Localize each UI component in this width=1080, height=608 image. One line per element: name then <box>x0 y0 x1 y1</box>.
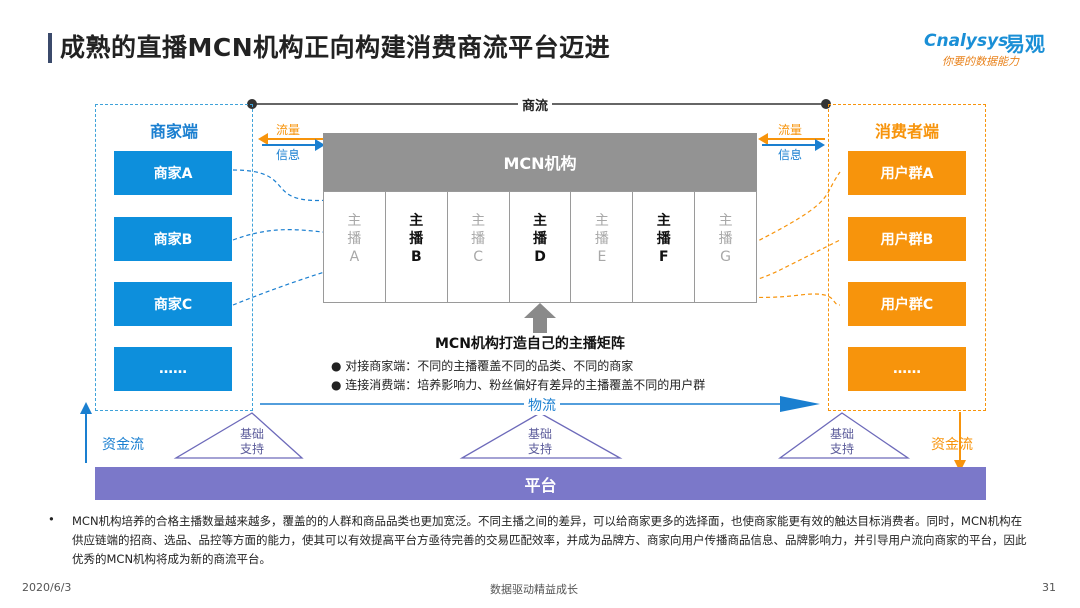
support-center-line2: 支持 <box>527 442 552 456</box>
anchor-g-char1: 主 <box>718 213 733 229</box>
page-title: 成熟的直播MCN机构正向构建消费商流平台迈进 <box>60 33 611 62</box>
merchant-side-panel: 商家端 <box>95 104 253 411</box>
footer-center: 数据驱动精益成长 <box>490 583 578 596</box>
logo-en-text: nalysys <box>936 31 1009 51</box>
anchor-f-char2: 播 <box>656 231 671 247</box>
anchor-cell-c: 主 播 C <box>448 192 510 302</box>
anchor-d-char3: D <box>534 249 546 265</box>
title-accent-bar <box>48 33 52 63</box>
footer-date: 2020/6/3 <box>22 581 72 594</box>
note-paragraph: MCN机构培养的合格主播数量越来越多，覆盖的的人群和商品品类也更加宽泛。不同主播… <box>72 514 1027 566</box>
matrix-bullet-1-text: 对接商家端：不同的主播覆盖不同的品类、不同的商家 <box>345 359 634 373</box>
left-traffic-arrowhead <box>258 133 268 145</box>
user-group-c-box: 用户群C <box>848 282 966 326</box>
mcn-header: MCN机构 <box>323 133 757 191</box>
matrix-bullet-2-text: 连接消费端：培养影响力、粉丝偏好有差异的主播覆盖不同的用户群 <box>345 378 706 392</box>
anchor-cell-d: 主 播 D <box>510 192 572 302</box>
commerce-flow-label: 商流 <box>518 95 553 114</box>
anchor-a-char2: 播 <box>347 231 362 247</box>
merchant-a-box: 商家A <box>114 151 232 195</box>
left-info-label: 信息 <box>276 148 301 162</box>
logo-prefix: C <box>924 31 937 51</box>
note-bullet: • <box>48 512 55 526</box>
capital-flow-right-label: 资金流 <box>931 437 973 453</box>
anchor-c-char2: 播 <box>471 231 486 247</box>
support-triangle-left <box>173 412 304 459</box>
anchor-d-char1: 主 <box>533 213 547 229</box>
matrix-bullet-1: ● 对接商家端：不同的主播覆盖不同的品类、不同的商家 <box>331 357 633 374</box>
logo-wordmark: Cnalysys <box>924 31 1008 51</box>
support-right-line2: 支持 <box>829 442 854 456</box>
merchant-side-title: 商家端 <box>149 122 198 141</box>
capital-left-arrowhead <box>80 402 92 414</box>
support-triangle-right <box>777 412 911 459</box>
anchor-b-char1: 主 <box>409 213 424 229</box>
anchor-g-char2: 播 <box>718 231 733 247</box>
anchor-cell-e: 主 播 E <box>571 192 634 302</box>
support-left-line1: 基础 <box>239 427 264 441</box>
consumer-side-panel: 消费者端 <box>828 104 986 411</box>
anchor-cell-b: 主 播 B <box>386 192 448 302</box>
anchor-e-char2: 播 <box>594 231 609 247</box>
matrix-up-arrow <box>524 303 556 333</box>
left-traffic-label: 流量 <box>276 123 301 137</box>
bullet-dot-1: ● <box>331 359 346 373</box>
anchor-e-char3: E <box>597 249 607 265</box>
anchor-g-char3: G <box>720 249 732 265</box>
matrix-bullet-2: ● 连接消费端：培养影响力、粉丝偏好有差异的主播覆盖不同的用户群 <box>331 376 705 393</box>
consumer-side-title: 消费者端 <box>874 122 939 141</box>
user-group-b-box: 用户群B <box>848 217 966 261</box>
support-label-center: 基础 支持 <box>510 427 570 457</box>
anchor-a-char1: 主 <box>347 213 362 229</box>
platform-bar: 平台 <box>95 467 986 500</box>
support-label-right: 基础 支持 <box>812 427 872 457</box>
bullet-dot-2: ● <box>331 378 346 392</box>
logo-chinese: 易观 <box>1005 32 1045 56</box>
right-traffic-label: 流量 <box>778 123 803 137</box>
anchor-f-char1: 主 <box>656 213 671 229</box>
anchor-cell-a: 主 播 A <box>324 192 386 302</box>
anchor-e-char1: 主 <box>594 213 609 229</box>
anchor-b-char3: B <box>410 249 422 265</box>
logistics-flow-arrowhead <box>780 396 820 412</box>
right-info-label: 信息 <box>778 148 803 162</box>
support-triangle-center <box>459 412 623 459</box>
support-left-line2: 支持 <box>239 442 264 456</box>
matrix-title: MCN机构打造自己的主播矩阵 <box>435 336 625 352</box>
support-right-line1: 基础 <box>829 427 854 441</box>
anchor-d-char2: 播 <box>533 231 547 247</box>
capital-right-arrowhead <box>954 460 966 472</box>
anchor-c-char3: C <box>473 249 484 265</box>
logistics-flow-label: 物流 <box>524 395 560 415</box>
logo-slogan: 你要的数据能力 <box>942 55 1019 68</box>
merchant-more-box: …… <box>114 347 232 391</box>
flow-anchor-b-users <box>419 171 841 299</box>
anchor-cell-f: 主 播 F <box>633 192 696 302</box>
support-label-left: 基础 支持 <box>222 427 282 457</box>
right-traffic-arrowhead <box>758 133 768 145</box>
user-group-more-box: …… <box>848 347 966 391</box>
anchor-f-char3: F <box>658 249 669 265</box>
support-center-line1: 基础 <box>527 427 552 441</box>
anchor-a-char3: A <box>349 249 360 265</box>
merchant-b-box: 商家B <box>114 217 232 261</box>
user-group-a-box: 用户群A <box>848 151 966 195</box>
merchant-c-box: 商家C <box>114 282 232 326</box>
page-number: 31 <box>1042 581 1056 594</box>
anchor-grid: 主 播 A 主 播 B 主 播 C 主 播 D 主 播 E 主 播 F 主 播 … <box>323 191 757 303</box>
right-info-arrowhead <box>815 139 825 151</box>
anchor-c-char1: 主 <box>471 213 486 229</box>
left-info-arrowhead <box>315 139 325 151</box>
capital-flow-left-label: 资金流 <box>102 437 144 453</box>
anchor-cell-g: 主 播 G <box>695 192 756 302</box>
anchor-b-char2: 播 <box>409 231 424 247</box>
